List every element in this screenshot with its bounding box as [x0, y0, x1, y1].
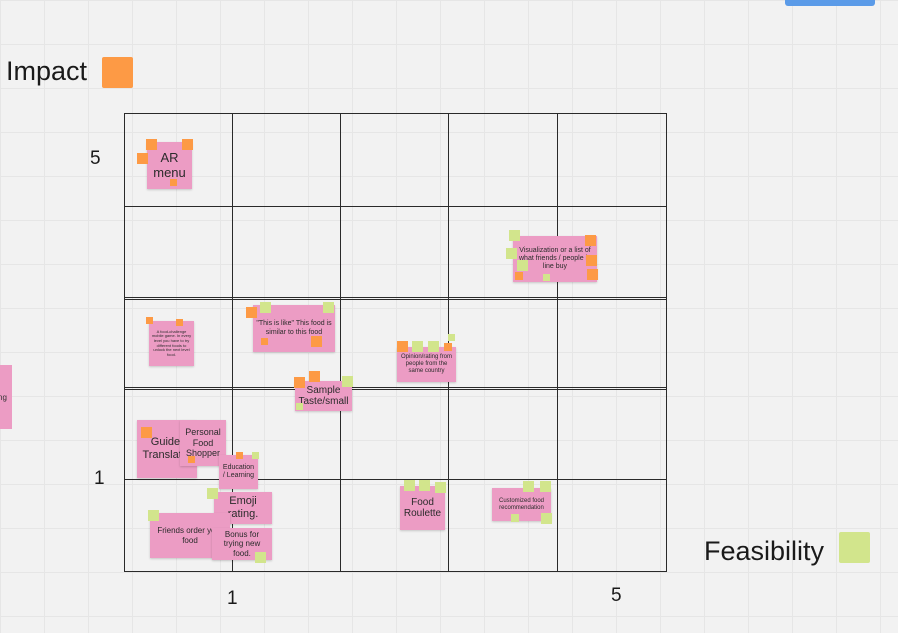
- impact-vote-dot[interactable]: [182, 139, 193, 150]
- feasibility-vote-dot[interactable]: [448, 334, 455, 341]
- feasibility-vote-dot[interactable]: [523, 481, 534, 492]
- feasibility-vote-dot[interactable]: [412, 341, 423, 352]
- sticky-note-text: Bonus for trying new food.: [223, 530, 261, 558]
- top-toolbar-button[interactable]: [785, 0, 875, 6]
- sticky-note-text: AR menu: [153, 149, 186, 180]
- grid-line-v4: [557, 113, 558, 572]
- feasibility-axis-label: Feasibility: [704, 536, 825, 566]
- feasibility-vote-dot[interactable]: [419, 480, 430, 491]
- sticky-note-text: Friends order your food: [157, 526, 223, 545]
- feasibility-vote-dot[interactable]: [506, 248, 517, 259]
- grid-line-h5: [124, 571, 667, 572]
- sticky-note-customized[interactable]: Customized food recommendation: [492, 488, 551, 521]
- feasibility-legend-swatch: [839, 532, 870, 563]
- grid-line-v2: [340, 113, 341, 572]
- sticky-note-text: Sample Taste/small: [298, 384, 349, 408]
- feasibility-vote-dot[interactable]: [404, 480, 415, 491]
- impact-vote-dot[interactable]: [141, 427, 152, 438]
- feasibility-vote-dot[interactable]: [255, 552, 266, 563]
- grid-line-h1: [124, 206, 667, 207]
- impact-vote-dot[interactable]: [176, 319, 183, 326]
- grid-line-v3: [448, 113, 449, 572]
- sticky-note-text: Opinion/rating from people from the same…: [400, 354, 453, 374]
- sticky-note-mobile-game[interactable]: A food-challenge mobile game. In every l…: [149, 321, 194, 366]
- impact-vote-dot[interactable]: [397, 341, 408, 352]
- y-tick-5: 5: [90, 148, 101, 169]
- feasibility-vote-dot[interactable]: [252, 452, 259, 459]
- feasibility-vote-dot[interactable]: [540, 481, 551, 492]
- impact-vote-dot[interactable]: [146, 139, 157, 150]
- grid-line-v5: [666, 113, 667, 572]
- feasibility-vote-dot[interactable]: [342, 376, 353, 387]
- impact-legend-swatch: [102, 57, 133, 88]
- impact-axis-label: Impact: [6, 56, 88, 86]
- sticky-note-text: Food Roulette: [403, 496, 442, 520]
- sticky-note-text: Guide/ Translator: [142, 436, 192, 461]
- impact-vote-dot[interactable]: [587, 269, 598, 280]
- feasibility-vote-dot[interactable]: [509, 230, 520, 241]
- feasibility-vote-dot[interactable]: [148, 510, 159, 521]
- grid-line-h3b: [124, 389, 667, 390]
- impact-vote-dot[interactable]: [585, 235, 596, 246]
- impact-vote-dot[interactable]: [188, 456, 195, 463]
- grid-line-v0: [124, 113, 125, 572]
- impact-vote-dot[interactable]: [586, 255, 597, 266]
- x-tick-5: 5: [611, 585, 622, 606]
- x-tick-1: 1: [227, 588, 238, 609]
- y-tick-1: 1: [94, 468, 105, 489]
- sticky-note-food-roulette[interactable]: Food Roulette: [400, 486, 445, 530]
- sticky-note-personal-shopper[interactable]: Personal Food Shopper: [180, 420, 226, 466]
- feasibility-vote-dot[interactable]: [296, 403, 303, 410]
- sticky-note-partial[interactable]: ng: [0, 365, 12, 429]
- feasibility-vote-dot[interactable]: [260, 302, 271, 313]
- feasibility-vote-dot[interactable]: [517, 260, 528, 271]
- impact-vote-dot[interactable]: [444, 343, 452, 351]
- impact-vote-dot[interactable]: [137, 153, 148, 164]
- sticky-note-partial-text: ng: [0, 392, 7, 402]
- grid-line-h4: [124, 479, 667, 480]
- feasibility-vote-dot[interactable]: [428, 341, 439, 352]
- sticky-note-text: Personal Food Shopper: [185, 427, 221, 459]
- sticky-note-text: A food-challenge mobile game. In every l…: [151, 328, 192, 357]
- impact-vote-dot[interactable]: [246, 307, 257, 318]
- impact-vote-dot[interactable]: [309, 371, 320, 382]
- feasibility-vote-dot[interactable]: [543, 274, 550, 281]
- grid-line-v1: [232, 113, 233, 572]
- sticky-note-text: "This is like" This food is similar to t…: [256, 320, 332, 336]
- impact-vote-dot[interactable]: [515, 272, 523, 280]
- impact-vote-dot[interactable]: [236, 452, 243, 459]
- feasibility-vote-dot[interactable]: [511, 514, 519, 522]
- impact-vote-dot[interactable]: [170, 179, 177, 186]
- sticky-note-text: Education / Learning: [222, 463, 255, 479]
- grid-line-h2a: [124, 297, 667, 298]
- feasibility-vote-dot[interactable]: [323, 302, 334, 313]
- impact-vote-dot[interactable]: [294, 377, 305, 388]
- sticky-note-text: Emoji rating.: [227, 495, 259, 520]
- impact-vote-dot[interactable]: [146, 317, 153, 324]
- sticky-note-education[interactable]: Education / Learning: [219, 455, 258, 489]
- sticky-note-text: Visualization or a list of what friends …: [519, 246, 591, 271]
- grid-line-h0: [124, 113, 667, 114]
- sticky-note-text: Customized food recommendation: [498, 497, 545, 511]
- grid-line-h2b: [124, 299, 667, 300]
- grid-line-h3a: [124, 387, 667, 388]
- feasibility-vote-dot[interactable]: [435, 482, 446, 493]
- sticky-note-visualization[interactable]: Visualization or a list of what friends …: [513, 236, 597, 282]
- impact-vote-dot[interactable]: [311, 336, 322, 347]
- feasibility-vote-dot[interactable]: [541, 513, 552, 524]
- feasibility-vote-dot[interactable]: [207, 488, 218, 499]
- impact-vote-dot[interactable]: [261, 338, 268, 345]
- sticky-note-opinion-rating[interactable]: Opinion/rating from people from the same…: [397, 347, 456, 382]
